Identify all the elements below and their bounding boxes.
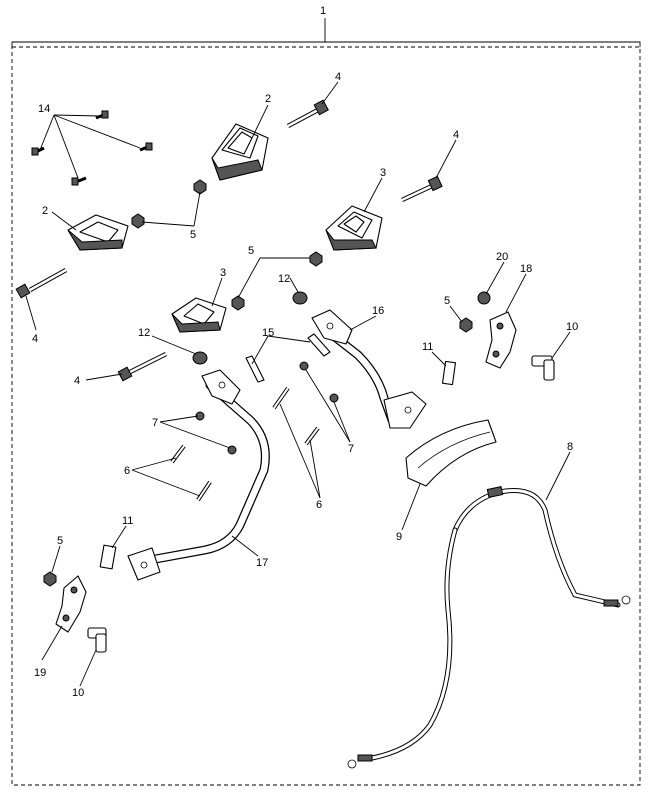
callout-bush-right: 12 bbox=[278, 273, 290, 285]
callout-numbers: 1 2 2 3 3 4 4 4 4 5 5 5 5 6 6 7 7 8 9 10… bbox=[32, 5, 578, 699]
callout-nut-mid: 5 bbox=[248, 245, 254, 257]
callout-washers-mid: 7 bbox=[348, 443, 354, 455]
callout-lever-right: 18 bbox=[520, 263, 532, 275]
nuts-part-5 bbox=[43, 179, 473, 587]
callout-assembly: 1 bbox=[320, 5, 326, 17]
callout-clips-long: 15 bbox=[262, 327, 274, 339]
clips-part-15 bbox=[245, 333, 331, 383]
assembly-bracket bbox=[11, 18, 641, 47]
screw-part-10-lower bbox=[87, 627, 107, 653]
bush-part-12 bbox=[192, 291, 308, 365]
callout-clip-lower: 11 bbox=[122, 515, 133, 527]
bolt-part-4-right bbox=[401, 175, 443, 203]
callout-nut-right: 5 bbox=[444, 295, 450, 307]
callout-bolt-right: 4 bbox=[453, 129, 459, 141]
lever-part-18 bbox=[485, 311, 517, 369]
mount-part-3-right bbox=[325, 205, 383, 251]
callout-bush-left: 12 bbox=[138, 327, 150, 339]
lever-part-19 bbox=[55, 575, 87, 633]
callout-cable: 8 bbox=[567, 441, 573, 453]
callout-lever-left: 19 bbox=[34, 667, 46, 679]
callout-pins-mid: 6 bbox=[316, 499, 322, 511]
callout-screw-lower: 10 bbox=[72, 687, 84, 699]
assembly-frame bbox=[11, 46, 641, 786]
bolt-part-4-lower bbox=[117, 351, 168, 382]
bracket-part-2-left bbox=[67, 214, 129, 251]
callout-nut-lower-left: 5 bbox=[57, 535, 63, 547]
callout-nut-top: 5 bbox=[190, 229, 196, 241]
bolt-part-4-left bbox=[15, 268, 68, 299]
callout-screw-right: 10 bbox=[566, 321, 578, 333]
callout-guard: 9 bbox=[396, 531, 402, 543]
screw-part-10-right bbox=[531, 355, 555, 381]
callout-screws-small: 14 bbox=[38, 103, 50, 115]
callout-arm-right: 16 bbox=[372, 305, 384, 317]
callout-clip-right: 11 bbox=[422, 341, 433, 353]
callout-bolt-top: 4 bbox=[335, 71, 341, 83]
clip-part-11-lower bbox=[99, 544, 117, 570]
clip-part-11-right bbox=[441, 360, 457, 386]
bolt-part-4-top bbox=[286, 99, 329, 128]
bracket-part-2-upper bbox=[211, 123, 269, 181]
cable-part-8 bbox=[347, 486, 631, 769]
callout-bracket-left: 2 bbox=[42, 205, 48, 217]
arm-part-16 bbox=[311, 309, 427, 429]
screws-part-14 bbox=[31, 110, 153, 186]
guard-part-9 bbox=[405, 419, 497, 487]
callout-arm-left: 17 bbox=[256, 557, 268, 569]
callout-mount-right: 3 bbox=[380, 167, 386, 179]
callout-bolt-lower: 4 bbox=[74, 375, 80, 387]
mount-part-3-center bbox=[171, 297, 227, 333]
leader-lines bbox=[25, 81, 571, 687]
pins-part-6 bbox=[170, 386, 320, 502]
washers-part-7 bbox=[195, 361, 339, 455]
arm-part-17 bbox=[127, 369, 270, 581]
callout-cap-right: 20 bbox=[496, 251, 508, 263]
callout-pins: 6 bbox=[124, 465, 130, 477]
callout-mount-center: 3 bbox=[220, 267, 226, 279]
callout-bolt-left: 4 bbox=[32, 333, 38, 345]
callout-bracket-top: 2 bbox=[265, 93, 271, 105]
cap-part-20 bbox=[477, 291, 491, 305]
callout-washers-left: 7 bbox=[152, 417, 158, 429]
